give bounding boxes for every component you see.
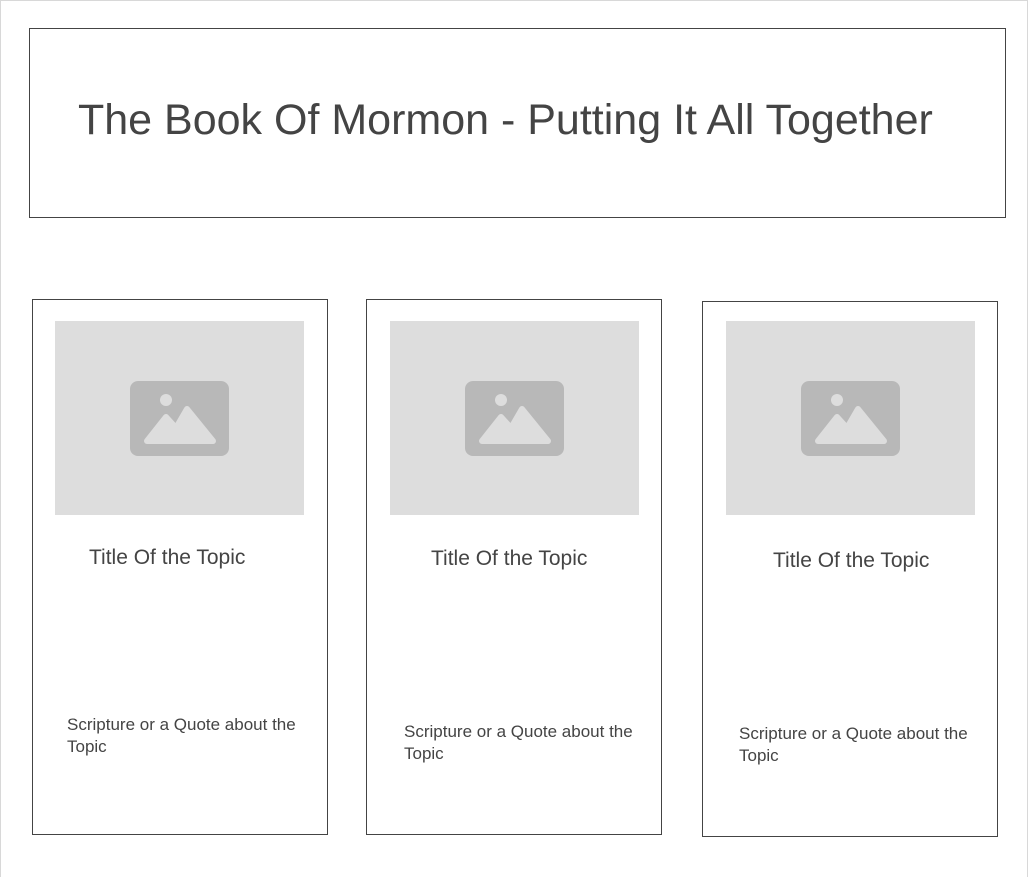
card-image-placeholder bbox=[726, 321, 975, 515]
card-quote: Scripture or a Quote about the Topic bbox=[67, 715, 296, 756]
image-placeholder-icon bbox=[465, 381, 564, 456]
card-image-placeholder bbox=[55, 321, 304, 515]
card-quote: Scripture or a Quote about the Topic bbox=[739, 724, 968, 765]
card-quote: Scripture or a Quote about the Topic bbox=[404, 722, 633, 763]
header-banner: The Book Of Mormon - Putting It All Toge… bbox=[29, 28, 1006, 218]
image-placeholder-icon bbox=[801, 381, 900, 456]
topic-card[interactable]: Title Of the Topic Scripture or a Quote … bbox=[366, 299, 662, 835]
image-placeholder-icon bbox=[130, 381, 229, 456]
card-title: Title Of the Topic bbox=[773, 549, 930, 572]
card-title: Title Of the Topic bbox=[89, 546, 246, 569]
card-title: Title Of the Topic bbox=[431, 547, 588, 570]
topic-card[interactable]: Title Of the Topic Scripture or a Quote … bbox=[32, 299, 328, 835]
card-image-placeholder bbox=[390, 321, 639, 515]
topic-card[interactable]: Title Of the Topic Scripture or a Quote … bbox=[702, 301, 998, 837]
page-title: The Book Of Mormon - Putting It All Toge… bbox=[78, 96, 933, 144]
